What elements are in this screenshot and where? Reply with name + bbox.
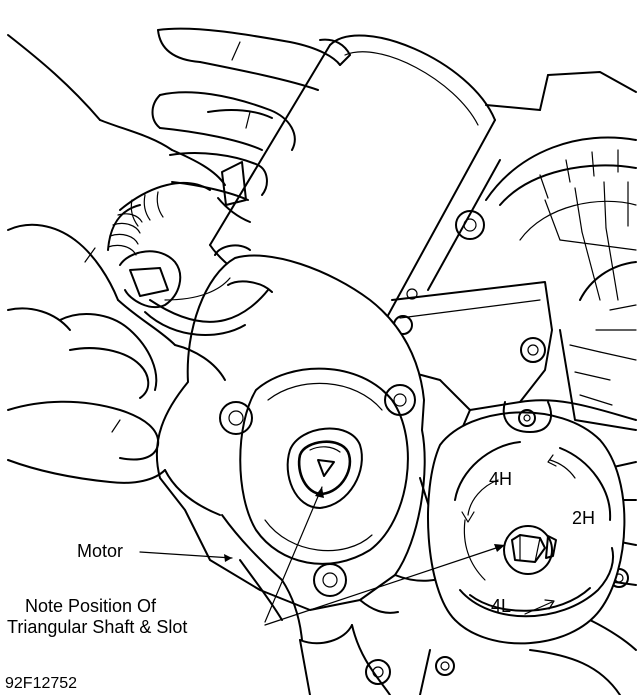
motor-leader-arrowhead (224, 554, 232, 562)
motor-label: Motor (77, 541, 124, 561)
motor-shaft-boss (286, 427, 363, 509)
shaft-leader-line-1 (264, 486, 323, 623)
lower-hand (7, 223, 226, 516)
position-4l-label: 4L (491, 596, 512, 616)
shift-selector-plate (427, 401, 626, 645)
shaft-arrowhead-2 (494, 544, 505, 552)
motor-flange (155, 254, 426, 611)
note-label-line1: Note Position Of (25, 596, 157, 616)
position-4h-label: 4H (489, 469, 513, 489)
motor-leader-line (139, 551, 233, 559)
shaft-arrowhead-1 (315, 487, 324, 498)
position-2h-label: 2H (572, 508, 596, 528)
leader-lines (139, 486, 506, 626)
shaft-leader-line-2 (264, 544, 506, 626)
note-label-line2: Triangular Shaft & Slot (7, 617, 188, 637)
wiring-harness (107, 161, 273, 336)
upper-hand (7, 27, 351, 223)
figure-id-label: 92F12752 (5, 675, 78, 692)
direction-arrows (461, 454, 576, 615)
